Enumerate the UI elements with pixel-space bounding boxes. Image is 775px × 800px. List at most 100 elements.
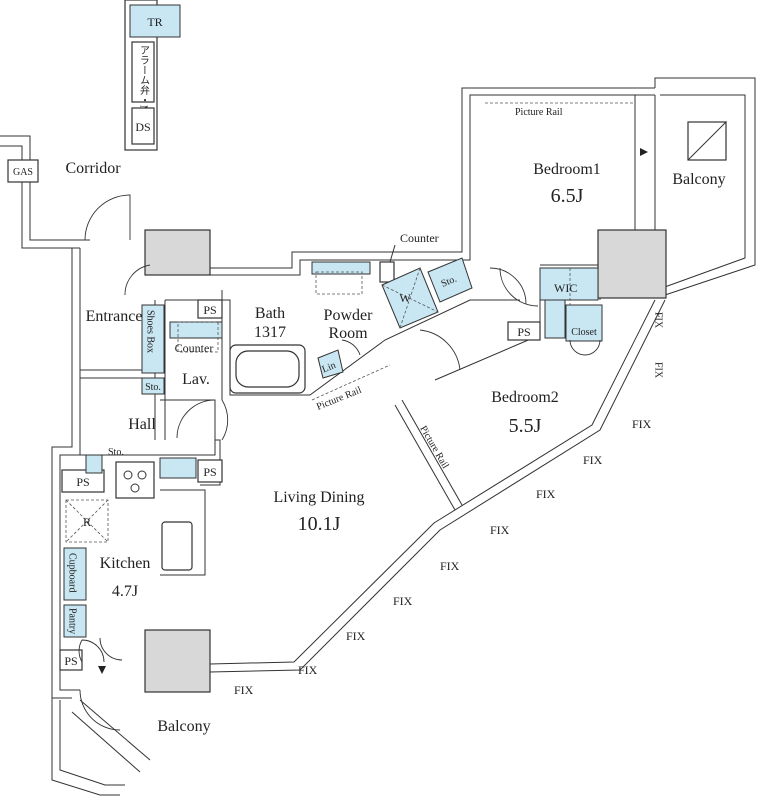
sto-box-kitchen	[85, 454, 103, 474]
fix-label-7: FIX	[536, 487, 556, 501]
stove	[115, 461, 155, 499]
pantry-door-2	[99, 637, 123, 661]
powder-line1: Powder	[324, 307, 374, 324]
fix-label-5: FIX	[440, 559, 460, 573]
cupboard-label: Cupboard	[67, 553, 78, 592]
bathtub-inner	[235, 350, 300, 388]
corridor-label: Corridor	[65, 160, 121, 177]
corridor-wall-inner	[0, 145, 80, 249]
bedroom1-name: Bedroom1	[533, 161, 601, 178]
corridor-wall	[0, 135, 90, 241]
cupboard-box	[63, 547, 87, 601]
pantry-door	[78, 639, 105, 663]
lav-label: Lav.	[182, 371, 210, 388]
fix-label-3: FIX	[346, 629, 366, 643]
direction-arrow-bottom	[98, 666, 106, 674]
wic-box	[539, 267, 599, 301]
fridge-label: R	[83, 515, 91, 529]
partition-bath	[165, 299, 520, 396]
entrance-label: Entrance	[86, 308, 143, 325]
ps-box-kitchen	[197, 459, 223, 483]
column-entrance	[144, 229, 211, 276]
lav-door	[176, 399, 216, 439]
fix-label-1: FIX	[234, 683, 254, 697]
fix-label-10: FIX	[653, 312, 664, 329]
fix-label-11: FIX	[653, 362, 664, 379]
fix-label-8: FIX	[583, 453, 603, 467]
alarm-mb-label: アラーム弁・MB	[138, 45, 150, 121]
kitchen-counter-island	[160, 489, 206, 576]
shoes-box-label: Shoes Box	[145, 310, 156, 353]
linen-box	[317, 349, 344, 379]
tr-label: TR	[147, 15, 162, 29]
lav-counter-label: Counter	[175, 341, 214, 355]
alarm-mb-box	[131, 41, 155, 103]
closet-label: Closet	[571, 327, 597, 338]
ps-box-bedroom2	[507, 321, 541, 341]
partition-bedroom2-left-2	[401, 399, 463, 506]
wic-door	[499, 267, 539, 307]
picture-rail-label-1: Picture Rail	[515, 107, 563, 118]
tr-box	[129, 4, 181, 38]
kitchen-sink	[161, 521, 193, 571]
ds-box	[131, 107, 155, 145]
range-hood	[159, 457, 197, 479]
kitchen-name: Kitchen	[100, 555, 151, 572]
powder-counter	[311, 261, 371, 275]
wic-label: WIC	[554, 281, 577, 295]
powder-door	[341, 339, 361, 356]
picture-rail-label-3: Picture Rail	[417, 424, 450, 471]
column-northeast	[597, 229, 667, 299]
burner-1	[123, 470, 133, 480]
room-labels: Corridor Bedroom1 6.5J Balcony Entrance …	[65, 160, 725, 735]
sto-box-entrance	[141, 377, 165, 395]
ps-box-lav	[197, 299, 223, 319]
ds-label: DS	[135, 120, 150, 134]
counter-leader	[389, 244, 396, 263]
fixtures: TR アラーム弁・MB DS GAS PS PS PS PS PS Shoes …	[7, 4, 727, 674]
balcony-bottom-inner	[59, 700, 125, 786]
gas-box	[7, 159, 39, 183]
fix-label-4: FIX	[393, 594, 413, 608]
fix-label-6: FIX	[490, 523, 510, 537]
direction-arrow-top	[640, 148, 648, 156]
aircon-mark	[687, 120, 727, 161]
living-size: 10.1J	[298, 513, 341, 535]
balcony-bottom-frame	[51, 690, 120, 796]
partition-lav-bottom	[80, 399, 216, 456]
entry-door	[84, 194, 131, 241]
east-wall-inner	[209, 299, 656, 665]
hall-door	[221, 399, 229, 441]
column-southwest	[144, 629, 211, 693]
living-name: Living Dining	[273, 489, 364, 506]
linen-label: Lin	[321, 360, 338, 375]
bedroom2-size: 5.5J	[509, 415, 542, 437]
walls	[0, 0, 756, 796]
pantry-label: Pantry	[67, 608, 78, 634]
balcony-top-frame	[654, 77, 756, 296]
ps-box-west	[61, 469, 105, 493]
sto-label-entrance: Sto.	[145, 382, 161, 393]
washer-x2	[399, 267, 421, 329]
fridge-space	[65, 499, 109, 543]
balcony-door	[79, 689, 121, 731]
balcony-bottom-label: Balcony	[157, 718, 210, 735]
bedroom-door-arc	[489, 267, 527, 305]
burner-2	[137, 470, 147, 480]
balcony-top-label: Balcony	[672, 171, 725, 188]
west-wall-outer	[51, 248, 73, 699]
ps-label-kitchen: PS	[203, 465, 216, 479]
ps-box-southwest	[59, 649, 83, 671]
balcony-bottom-rail-2	[71, 711, 141, 773]
toilet-tank	[379, 261, 395, 283]
kitchen-size: 4.7J	[112, 583, 138, 600]
ps-label-west: PS	[76, 475, 89, 489]
shoes-box	[141, 304, 165, 374]
balcony-top-inner	[660, 94, 746, 289]
doors	[78, 194, 601, 731]
east-wall	[209, 299, 666, 673]
fix-label-9: FIX	[632, 417, 652, 431]
picture-rail-label-2: Picture Rail	[315, 385, 363, 413]
lav-sink-outline	[177, 321, 219, 353]
